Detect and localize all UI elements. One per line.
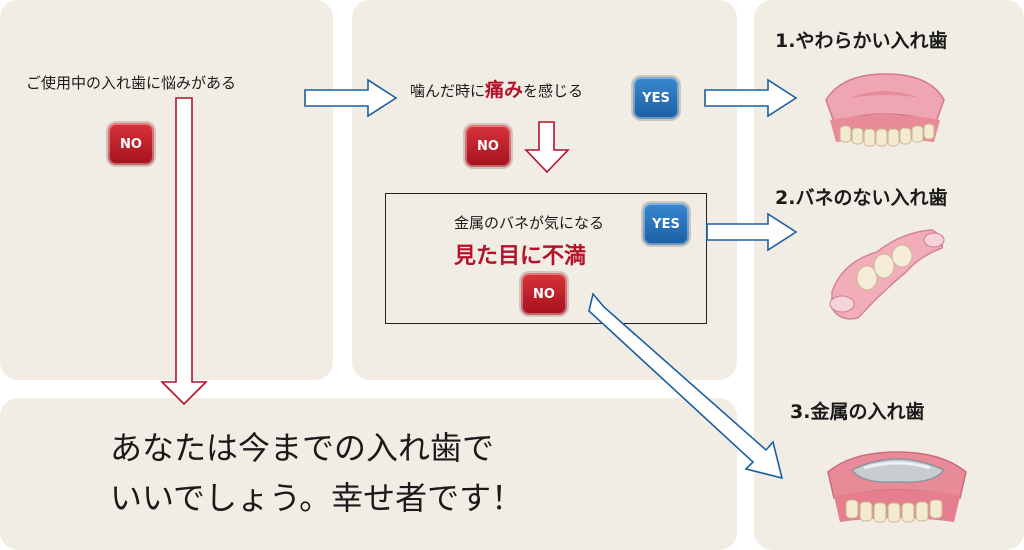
arrow-down-q1-to-result <box>160 97 208 406</box>
no-badge-q1: NO <box>108 123 154 165</box>
no-badge-q2: NO <box>465 125 511 167</box>
question-2-highlight: 痛み <box>485 79 524 101</box>
result-line-1: あなたは今までの入れ歯で <box>110 429 495 467</box>
metal-denture-image <box>827 451 967 523</box>
question-2-prefix: 噛んだ時に <box>410 82 486 100</box>
option-3-title: 3.金属の入れ歯 <box>790 401 925 423</box>
question-3-line-2: 見た目に不満 <box>454 244 587 269</box>
result-line-2: いいでしょう。幸せ者です！ <box>110 479 524 517</box>
no-badge-q3: NO <box>521 273 567 315</box>
option-2-title: 2.バネのない入れ歯 <box>775 187 948 209</box>
clasp-free-denture-image <box>829 229 945 320</box>
left-panel <box>0 0 333 380</box>
yes-badge-q3: YES <box>643 203 689 245</box>
question-3-box <box>385 193 707 324</box>
question-2-text: 噛んだ時に痛みを感じる <box>410 75 583 102</box>
question-1-text: ご使用中の入れ歯に悩みがある <box>26 74 237 92</box>
arrow-down-q2-to-q3 <box>524 121 570 174</box>
question-2-suffix: を感じる <box>523 82 584 100</box>
arrow-right-to-option-1 <box>704 78 798 118</box>
yes-badge-q2: YES <box>633 77 679 119</box>
middle-panel <box>352 0 737 380</box>
result-text: あなたは今までの入れ歯で いいでしょう。幸せ者です！ <box>110 423 523 523</box>
question-3-line-1: 金属のバネが気になる <box>454 214 605 232</box>
arrow-diagonal-to-option-3 <box>588 292 784 480</box>
option-1-title: 1.やわらかい入れ歯 <box>775 30 948 52</box>
arrow-right-to-option-2 <box>706 212 798 252</box>
arrow-right-q1-to-q2 <box>304 78 398 118</box>
result-panel <box>0 398 737 550</box>
soft-denture-image <box>825 73 945 147</box>
